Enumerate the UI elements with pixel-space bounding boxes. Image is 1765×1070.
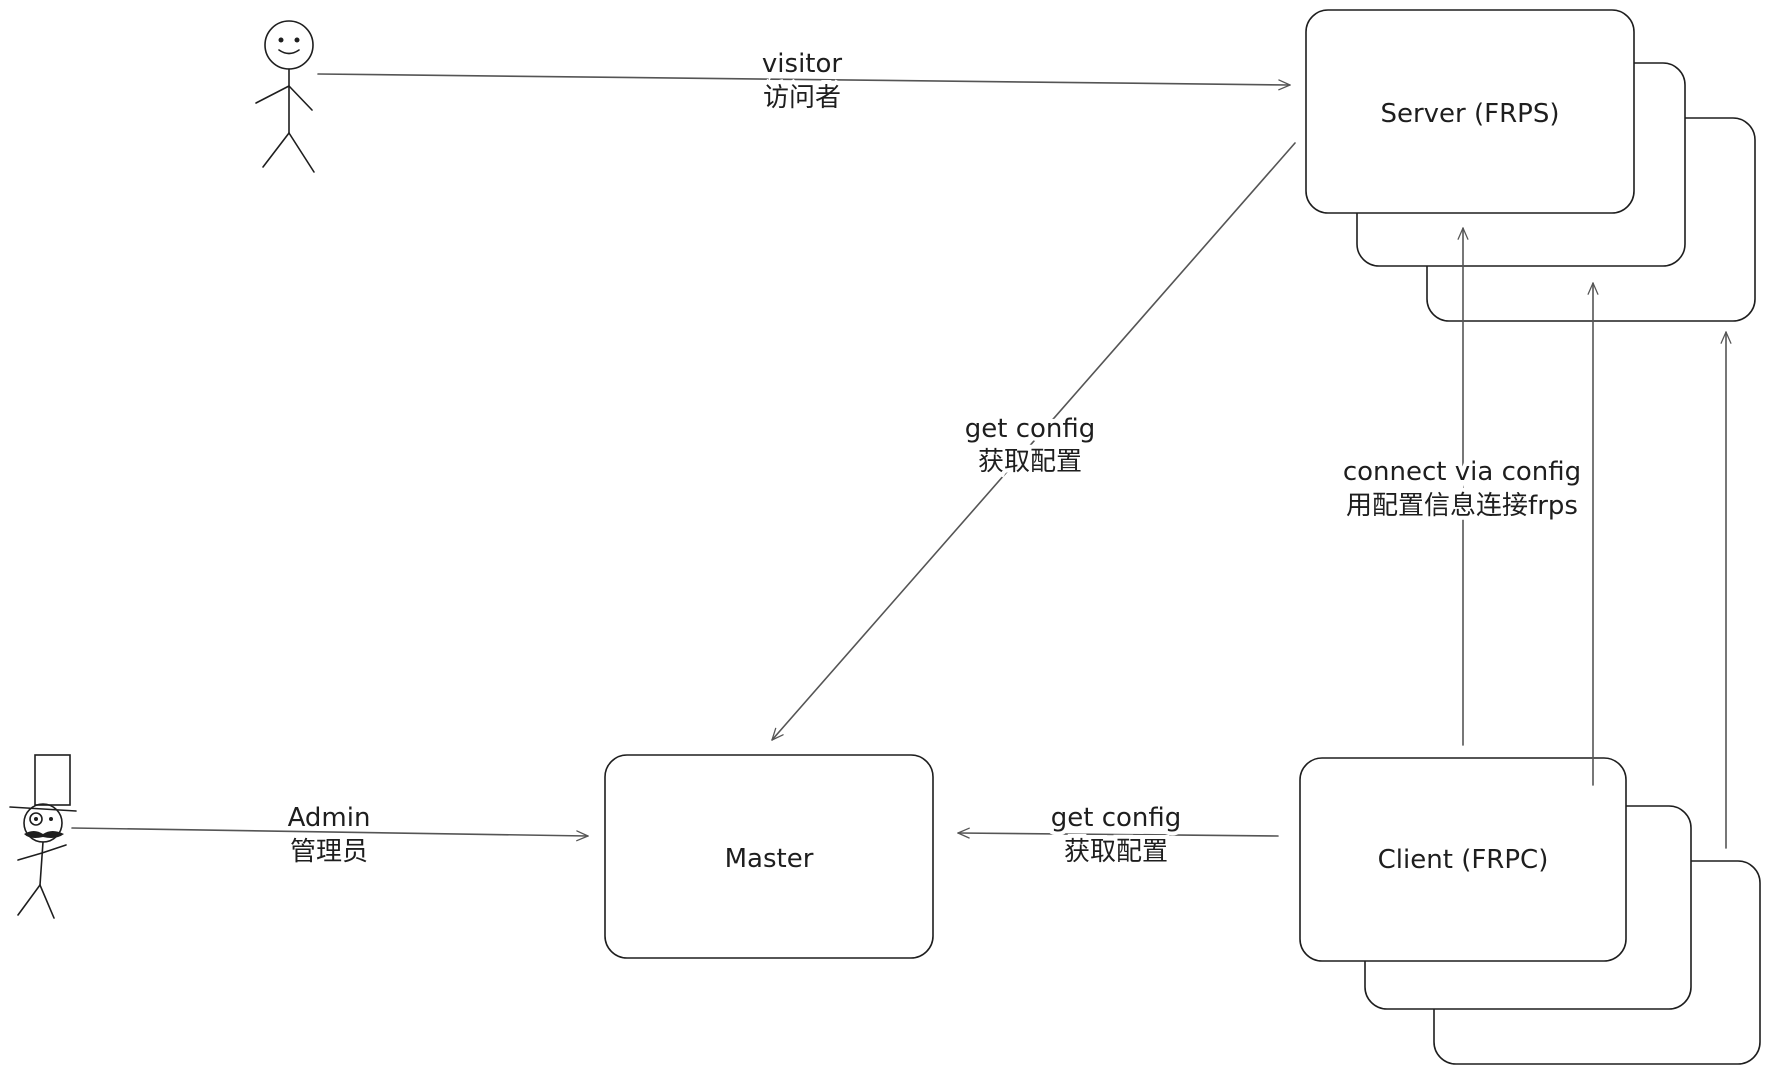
server-node[interactable]: Server (FRPS): [1305, 9, 1756, 322]
client-node[interactable]: Client (FRPC): [1299, 757, 1761, 1065]
visitor-stick-figure-icon: [255, 20, 315, 173]
client-master-label-zh: 获取配置: [1064, 837, 1168, 867]
client-master-label-en: get config: [1051, 803, 1182, 833]
visitor-edge-label: visitor 访问者: [758, 45, 846, 117]
admin-to-master-arrow: [71, 827, 589, 842]
client-box: [1299, 757, 1627, 962]
server-master-label-zh: 获取配置: [978, 447, 1082, 477]
client-title: Client (FRPC): [1378, 845, 1549, 875]
server-title: Server (FRPS): [1380, 99, 1559, 129]
visitor-to-server-arrow: [317, 73, 1291, 91]
master-box: [604, 754, 934, 959]
client-server-edge-label: connect via config 用配置信息连接frps: [1339, 453, 1585, 525]
server-master-label-en: get config: [965, 414, 1096, 444]
server-to-master-arrow: [771, 142, 1296, 741]
admin-edge-label: Admin 管理员: [284, 799, 375, 871]
admin-label-en: Admin: [288, 803, 371, 833]
server-box: [1305, 9, 1635, 214]
master-title: Master: [725, 844, 814, 874]
client-to-master-arrow: [957, 827, 1279, 839]
client-server-label-en: connect via config: [1343, 457, 1581, 487]
master-node[interactable]: Master: [604, 754, 934, 959]
server-master-edge-label: get config 获取配置: [961, 410, 1100, 481]
client-server-label-zh: 用配置信息连接frps: [1346, 491, 1578, 521]
admin-label-zh: 管理员: [290, 837, 368, 867]
visitor-label-zh: 访问者: [763, 83, 841, 113]
admin-stick-figure-icon: [9, 754, 77, 919]
client-master-edge-label: get config 获取配置: [1047, 799, 1186, 871]
visitor-label-en: visitor: [762, 49, 842, 79]
